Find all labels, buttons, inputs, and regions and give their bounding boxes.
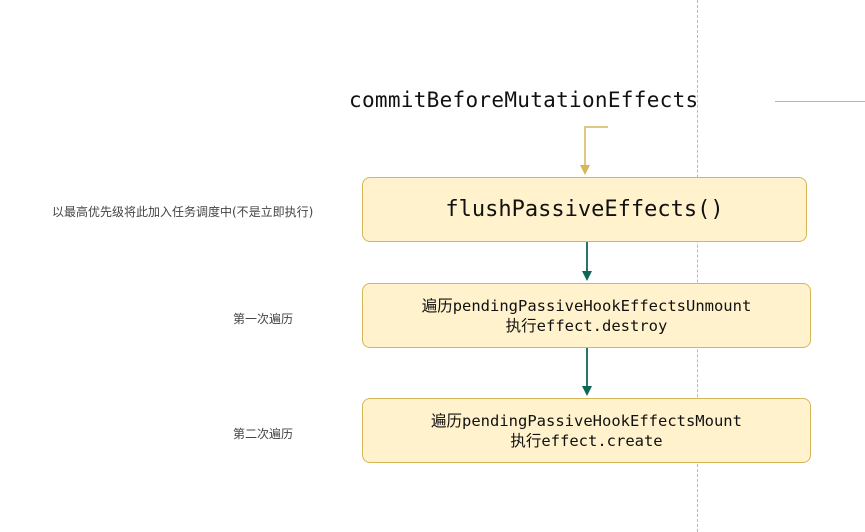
node-mount-traversal: 遍历pendingPassiveHookEffectsMount 执行effec…	[362, 398, 811, 463]
note-first-traversal: 第一次遍历	[233, 312, 294, 326]
diagram-title: commitBeforeMutationEffects	[349, 88, 699, 112]
note-second-traversal: 第二次遍历	[233, 427, 294, 441]
node-mount-line-1: 遍历pendingPassiveHookEffectsMount	[431, 411, 742, 430]
dashed-divider-line	[697, 0, 698, 532]
title-connector-line	[775, 101, 865, 102]
node-unmount-line-1: 遍历pendingPassiveHookEffectsUnmount	[421, 296, 752, 315]
arrow-title-to-flush	[580, 126, 608, 175]
node-flush-line-1: flushPassiveEffects()	[445, 197, 724, 222]
node-mount-line-2: 执行effect.create	[510, 431, 663, 450]
node-unmount-traversal: 遍历pendingPassiveHookEffectsUnmount 执行eff…	[362, 283, 811, 348]
node-flush-passive-effects: flushPassiveEffects()	[362, 177, 807, 242]
node-unmount-line-2: 执行effect.destroy	[505, 316, 668, 335]
note-schedule-priority: 以最高优先级将此加入任务调度中(不是立即执行)	[52, 205, 314, 219]
